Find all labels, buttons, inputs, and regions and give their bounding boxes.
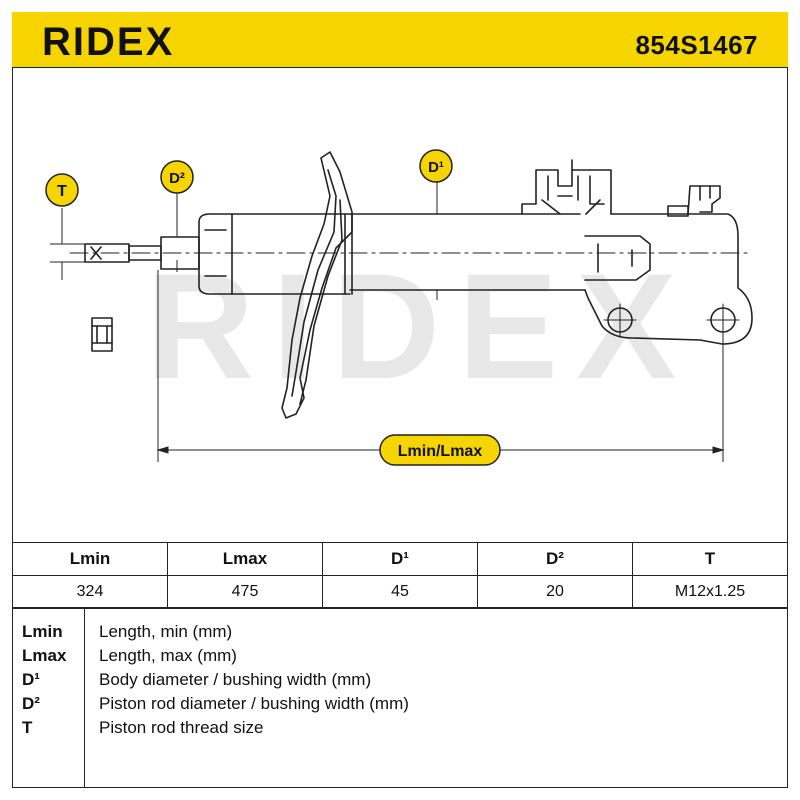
spec-value-cell: 324 [12,575,168,609]
hose-clip [667,185,721,217]
legend-key: D² [22,694,40,713]
callout-d1-label: D¹ [428,159,444,176]
legend: Lmin Length, min (mm) Lmax Length, max (… [12,607,788,788]
callout-d2-label: D² [169,170,185,187]
spec-value-row: 324 475 45 20 M12x1.25 [12,575,788,609]
legend-desc: Piston rod diameter / bushing width (mm) [99,694,409,713]
piston-rod [84,236,200,270]
callout-length: Lmin/Lmax [379,434,501,466]
spec-header-cell: Lmin [12,542,168,576]
brand-logo: RIDEX [42,20,175,64]
legend-item: Lmax Length, max (mm) [12,644,788,668]
legend-desc: Length, max (mm) [99,646,237,665]
callout-t-label: T [57,183,67,200]
legend-desc: Piston rod thread size [99,718,264,737]
header-bar: RIDEX 854S1467 [12,12,788,68]
part-number: 854S1467 [635,30,758,60]
spec-value-cell: 20 [477,575,633,609]
legend-key: D¹ [22,670,40,689]
callout-d2: D² [160,160,194,194]
legend-item: Lmin Length, min (mm) [12,620,788,644]
watermark-text: RIDEX [146,242,694,410]
legend-item: D² Piston rod diameter / bushing width (… [12,692,788,716]
legend-divider [84,608,85,788]
legend-item: D¹ Body diameter / bushing width (mm) [12,668,788,692]
spec-value-cell: 45 [322,575,478,609]
legend-key: Lmin [22,622,63,641]
legend-desc: Body diameter / bushing width (mm) [99,670,372,689]
legend-key: T [22,718,33,737]
spec-header-cell: Lmax [167,542,323,576]
spec-value-cell: M12x1.25 [632,575,788,609]
upper-bracket [521,159,612,215]
callout-length-label: Lmin/Lmax [398,443,483,460]
spec-header-row: Lmin Lmax D¹ D² T [12,542,788,576]
spec-header-cell: D¹ [322,542,478,576]
spec-table: Lmin Lmax D¹ D² T 324 475 45 20 M12x1.25 [12,542,788,609]
knuckle-mount [584,213,753,345]
spring-seat [281,151,353,419]
spec-header-cell: T [632,542,788,576]
callout-d1: D¹ [419,149,453,183]
spec-value-cell: 475 [167,575,323,609]
legend-item: T Piston rod thread size [12,716,788,740]
spec-header-cell: D² [477,542,633,576]
callout-t: T [45,173,79,207]
legend-desc: Length, min (mm) [99,622,233,641]
nut-part [91,317,113,352]
legend-key: Lmax [22,646,67,665]
